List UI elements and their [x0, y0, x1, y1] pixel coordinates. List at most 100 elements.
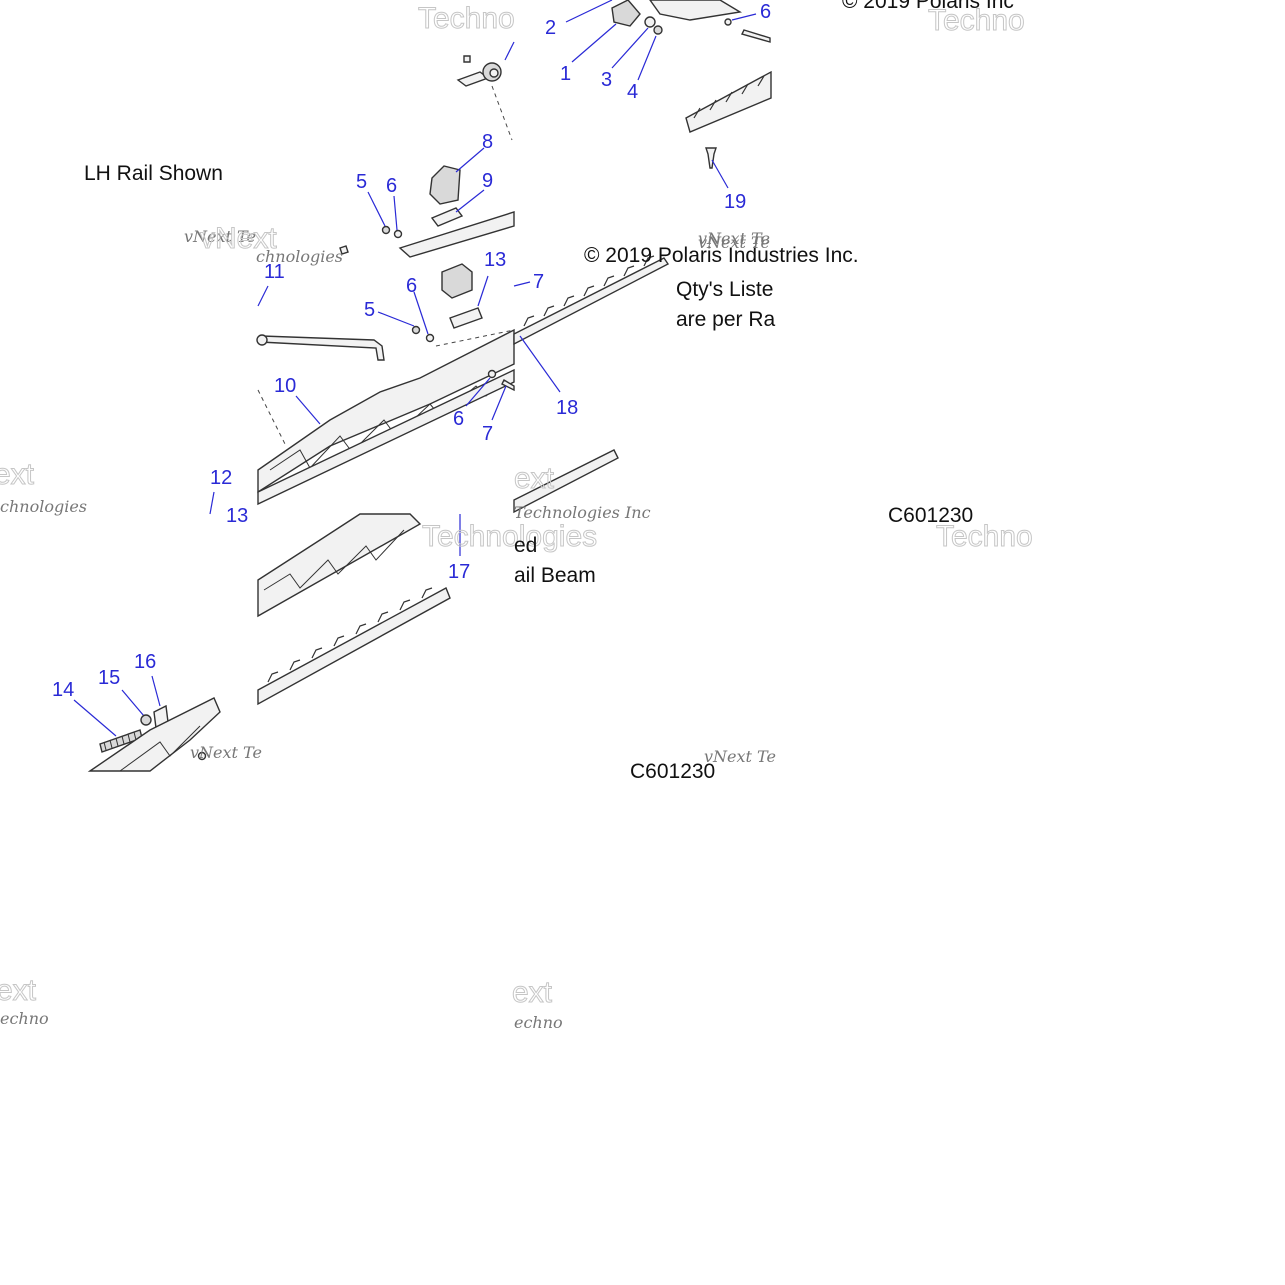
rail-note-label: LH Rail Shown — [84, 162, 223, 185]
tie-rod-part — [259, 335, 385, 361]
rail-beam-edge — [398, 211, 515, 258]
washer-part — [197, 751, 207, 761]
watermark-line: chnologies — [0, 497, 87, 516]
bolt-part — [740, 29, 771, 43]
fragment-ed: ed — [514, 534, 537, 557]
washer-part — [644, 16, 656, 28]
bolt-threads — [103, 731, 137, 751]
callout-3: 3 — [601, 69, 612, 91]
callout-11: 11 — [264, 261, 285, 283]
tile-middle-left: ext chnologies 12 13 — [0, 458, 248, 528]
callout-6: 6 — [453, 408, 464, 430]
callout-19: 19 — [724, 191, 746, 213]
watermark-line: vNext Te — [190, 743, 262, 762]
callout-7: 7 — [533, 271, 544, 293]
callout-5: 5 — [356, 171, 367, 193]
washer-part — [393, 229, 403, 239]
washer-part — [724, 18, 732, 26]
rail-end-part — [87, 697, 221, 772]
block-part — [441, 263, 473, 299]
nut-part — [411, 325, 421, 335]
watermark-big: Techno — [418, 2, 515, 35]
watermark-line: chnologies — [256, 247, 343, 266]
watermark-line: Technologies Inc — [514, 503, 651, 522]
callout-15: 15 — [98, 667, 120, 689]
callout-6: 6 — [406, 275, 417, 297]
slide-teeth — [693, 75, 765, 119]
skid-frame-part — [649, 0, 743, 21]
washer-part — [425, 333, 435, 343]
callout-10: 10 — [274, 375, 296, 397]
callout-18: 18 — [556, 397, 578, 419]
watermark-line: vNext Te — [184, 227, 256, 246]
tile-top-center: Techno 8 9 5 6 vNext Te vNext — [184, 2, 515, 258]
rod-end — [256, 334, 268, 346]
watermark-big: vNext — [200, 222, 277, 255]
bumper-block-part — [429, 165, 461, 205]
callout-1: 1 — [560, 63, 571, 85]
washer-part — [487, 369, 497, 379]
rail-end-webbing — [119, 725, 201, 772]
callout-13: 13 — [484, 249, 506, 271]
wear-pad-part — [430, 207, 464, 227]
pad-part — [449, 307, 483, 329]
watermark-line: echno — [0, 1009, 49, 1028]
rail-beam-lower — [257, 368, 515, 506]
watermark-big: ext — [514, 462, 555, 495]
screw-part — [705, 147, 717, 169]
watermark-line: vNext Te — [698, 233, 770, 252]
tile-lower-center: 17 Technologies — [257, 513, 598, 706]
watermark-big: ext — [0, 458, 35, 491]
drawing-number: C601230 — [630, 760, 715, 783]
callout-12: 12 — [210, 467, 232, 489]
watermark-big: ext — [512, 976, 553, 1009]
callout-6: 6 — [760, 1, 771, 23]
slide-teeth — [267, 587, 433, 683]
skid-block-part — [611, 0, 641, 27]
bolt-part — [339, 245, 349, 255]
bolt-part — [501, 379, 515, 392]
callout-6: 6 — [386, 175, 397, 197]
nut-part — [653, 25, 663, 35]
qty-note-line-1: Qty's Liste — [676, 278, 773, 301]
nut-part — [140, 714, 152, 726]
watermark-big: Techno — [928, 4, 1025, 37]
watermark-line: vNext Te — [704, 747, 776, 766]
rail-beam-webbing — [263, 529, 405, 591]
slide-teeth — [523, 255, 655, 327]
watermark-big: Technologies — [422, 520, 597, 553]
slide-section-part — [685, 70, 772, 133]
slide-part — [257, 587, 451, 706]
tile-middle-far-right: C601230 Techno — [888, 504, 1033, 554]
callout-4: 4 — [627, 81, 638, 103]
tile-far-right-1: © 2019 Polaris Inc Techno — [842, 0, 1025, 38]
slide-part — [513, 257, 670, 346]
rail-beam-part — [257, 328, 515, 494]
copyright-text: © 2019 Polaris Industries Inc. — [584, 244, 859, 267]
drawing-number: C601230 — [888, 504, 973, 527]
roller-hub — [489, 68, 499, 78]
watermark-line: vNext Te — [698, 229, 770, 248]
tile-middle-right: 7 18 © 2019 Polaris Industries Inc. Qty'… — [513, 233, 859, 522]
rail-beam-part — [257, 513, 422, 618]
tile-lower-left: 14 15 16 vNext Te — [52, 651, 262, 772]
callout-14: 14 — [52, 679, 74, 701]
tile-top-left: LH Rail Shown — [84, 162, 223, 185]
tile-top-right: 2 1 3 4 6 19 vNext Te — [545, 0, 772, 248]
callout-13: 13 — [226, 505, 248, 527]
nut-part — [381, 225, 391, 235]
callout-8: 8 — [482, 131, 493, 153]
bolt-part — [463, 55, 471, 63]
tile-lower-right: ed ail Beam C601230 vNext Te — [514, 534, 776, 783]
fragment-rail-beam: ail Beam — [514, 564, 596, 587]
watermark-big: ext — [0, 974, 37, 1007]
tile-bottom: ext echno ext echno — [0, 974, 563, 1033]
slide-part — [513, 449, 619, 514]
tile-middle-center: 11 5 6 13 10 6 7 chnologies — [256, 247, 515, 506]
callout-7: 7 — [482, 423, 493, 445]
callout-5: 5 — [364, 299, 375, 321]
watermark-big: Techno — [936, 520, 1033, 553]
qty-note-line-2: are per Ra — [676, 308, 776, 331]
callout-9: 9 — [482, 170, 493, 192]
